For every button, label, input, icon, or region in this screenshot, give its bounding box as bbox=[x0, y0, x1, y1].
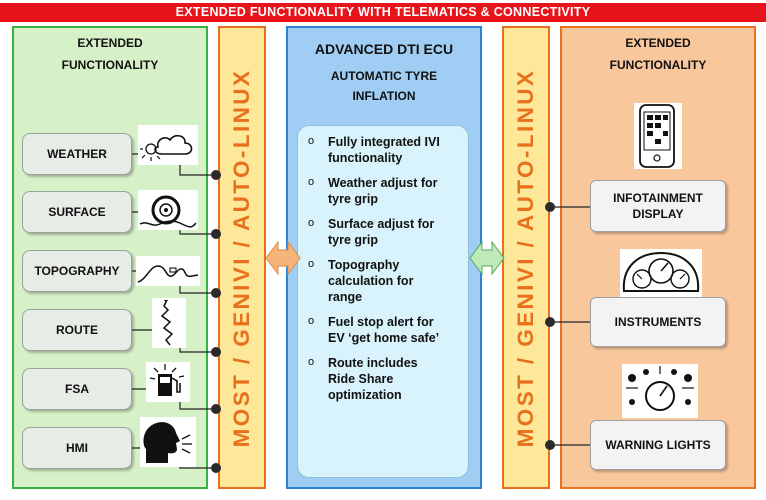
ecu-subtitle-2: INFLATION bbox=[352, 89, 416, 103]
instruments-box: INSTRUMENTS bbox=[590, 297, 726, 347]
ecu-subtitle-1: AUTOMATIC TYRE bbox=[330, 69, 438, 83]
left-panel-title-1: EXTENDED bbox=[77, 36, 143, 50]
right-bus-band-label: MOST / GENIVI / AUTO-LINUX bbox=[513, 68, 538, 447]
hmi-box: HMI bbox=[22, 427, 132, 469]
warning-lights-box: WARNING LIGHTS bbox=[590, 420, 726, 470]
fsa-box: FSA bbox=[22, 368, 132, 410]
topography-box: TOPOGRAPHY bbox=[22, 250, 132, 292]
right-panel-title-1: EXTENDED bbox=[625, 36, 691, 50]
left-bus-band: MOST / GENIVI / AUTO-LINUX bbox=[218, 26, 266, 489]
route-box: ROUTE bbox=[22, 309, 132, 351]
left-bus-band-label: MOST / GENIVI / AUTO-LINUX bbox=[229, 68, 254, 447]
right-bus-band: MOST / GENIVI / AUTO-LINUX bbox=[502, 26, 550, 489]
infotainment-display-box: INFOTAINMENT DISPLAY bbox=[590, 180, 726, 232]
surface-box: SURFACE bbox=[22, 191, 132, 233]
weather-box: WEATHER bbox=[22, 133, 132, 175]
diagram-banner: EXTENDED FUNCTIONALITY WITH TELEMATICS &… bbox=[0, 3, 766, 22]
right-panel-title-2: FUNCTIONALITY bbox=[609, 58, 707, 72]
ecu-title: ADVANCED DTI ECU bbox=[314, 41, 454, 57]
left-panel-title-2: FUNCTIONALITY bbox=[61, 58, 159, 72]
